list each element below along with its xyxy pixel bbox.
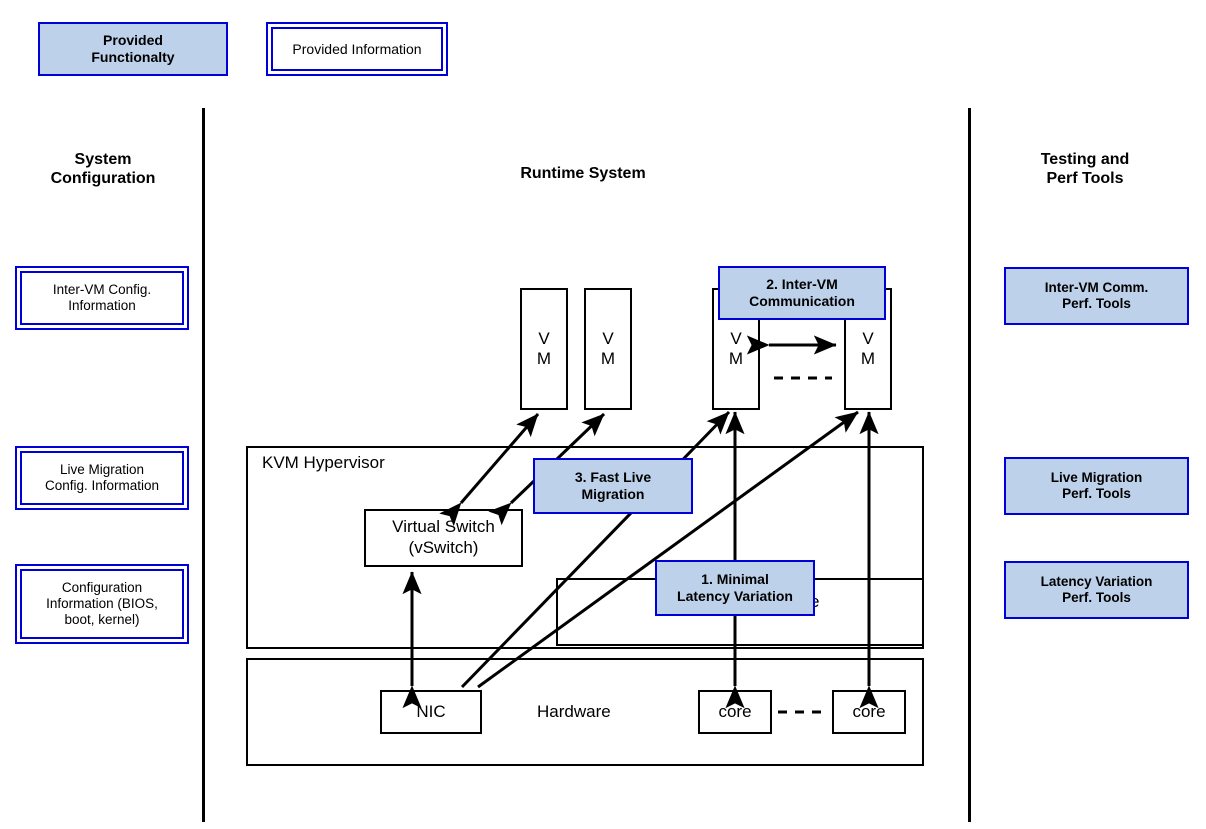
left-item-live-migration-config: Live Migration Config. Information: [15, 446, 189, 510]
callout-0-line1: 2. Inter-VM: [766, 276, 838, 293]
left-item-2-line3: boot, kernel): [64, 612, 140, 628]
callout-1-line2: Migration: [581, 486, 645, 502]
right-item-1-line1: Live Migration: [1050, 470, 1143, 486]
divider-left: [202, 108, 205, 822]
virtual-switch-box: Virtual Switch (vSwitch): [364, 509, 523, 567]
right-item-latency-variation-tools: Latency Variation Perf. Tools: [1004, 561, 1189, 619]
left-item-2-line2: Information (BIOS,: [46, 595, 158, 611]
core-right-label: core: [852, 701, 886, 721]
callout-fast-live-migration: 3. Fast Live Migration: [533, 458, 693, 514]
left-title-line2: Configuration: [50, 170, 156, 188]
left-title-line1: System: [74, 151, 132, 168]
right-title-line1: Testing and: [1040, 151, 1130, 168]
right-item-2-line2: Perf. Tools: [1062, 590, 1131, 605]
center-title-label: Runtime System: [520, 165, 646, 182]
callout-inter-vm-communication: 2. Inter-VM Communication: [718, 266, 886, 320]
kvm-hypervisor-label: KVM Hypervisor: [262, 453, 385, 473]
vm-box-1: V M: [520, 288, 568, 410]
core-box-right: core: [832, 690, 906, 734]
core-left-label: core: [718, 701, 752, 721]
left-item-0-line2: Information: [68, 298, 136, 313]
left-item-0-line1: Inter-VM Config.: [52, 281, 152, 297]
right-item-0-line2: Perf. Tools: [1062, 296, 1131, 311]
left-item-2-line1: Configuration: [61, 579, 143, 595]
vswitch-line2: (vSwitch): [408, 538, 479, 557]
legend-provided-functionality: Provided Functionalty: [38, 22, 228, 76]
vm-1-line2: M: [536, 349, 552, 368]
right-item-0-line1: Inter-VM Comm.: [1044, 280, 1149, 296]
left-column-title: System Configuration: [18, 150, 188, 188]
legend-functionality-line1: Provided: [103, 32, 163, 49]
vm-1-line1: V: [538, 329, 550, 349]
center-column-title: Runtime System: [400, 164, 766, 183]
legend-provided-information: Provided Information: [266, 22, 448, 76]
legend-information-label: Provided Information: [292, 40, 422, 57]
callout-1-line1: 3. Fast Live: [574, 469, 652, 486]
left-item-1-line2: Config. Information: [44, 478, 160, 493]
hardware-text: Hardware: [537, 702, 611, 721]
divider-right: [968, 108, 971, 822]
callout-2-line1: 1. Minimal: [701, 571, 769, 588]
nic-box: NIC: [380, 690, 482, 734]
vswitch-line1: Virtual Switch: [392, 517, 495, 537]
vm-3-line1: V: [730, 329, 742, 349]
vm-2-line2: M: [600, 349, 616, 368]
vm-box-2: V M: [584, 288, 632, 410]
right-item-live-migration-tools: Live Migration Perf. Tools: [1004, 457, 1189, 515]
vm-2-line1: V: [602, 329, 614, 349]
core-box-left: core: [698, 690, 772, 734]
right-title-line2: Perf Tools: [1046, 170, 1124, 188]
nic-label: NIC: [416, 701, 446, 721]
kvm-hypervisor-text: KVM Hypervisor: [262, 453, 385, 472]
right-item-inter-vm-comm-tools: Inter-VM Comm. Perf. Tools: [1004, 267, 1189, 325]
vm-4-line2: M: [860, 349, 876, 368]
hardware-label: Hardware: [537, 702, 611, 722]
legend-functionality-line2: Functionalty: [91, 49, 175, 65]
left-item-inter-vm-config: Inter-VM Config. Information: [15, 266, 189, 330]
right-item-2-line1: Latency Variation: [1040, 574, 1153, 590]
right-item-1-line2: Perf. Tools: [1062, 486, 1131, 501]
right-column-title: Testing and Perf Tools: [990, 150, 1180, 188]
callout-minimal-latency-variation: 1. Minimal Latency Variation: [655, 560, 815, 616]
vm-3-line2: M: [728, 349, 744, 368]
left-item-configuration-information: Configuration Information (BIOS, boot, k…: [15, 564, 189, 644]
callout-2-line2: Latency Variation: [677, 588, 793, 604]
callout-0-line2: Communication: [749, 293, 855, 309]
vm-4-line1: V: [862, 329, 874, 349]
left-item-1-line1: Live Migration: [59, 461, 145, 477]
